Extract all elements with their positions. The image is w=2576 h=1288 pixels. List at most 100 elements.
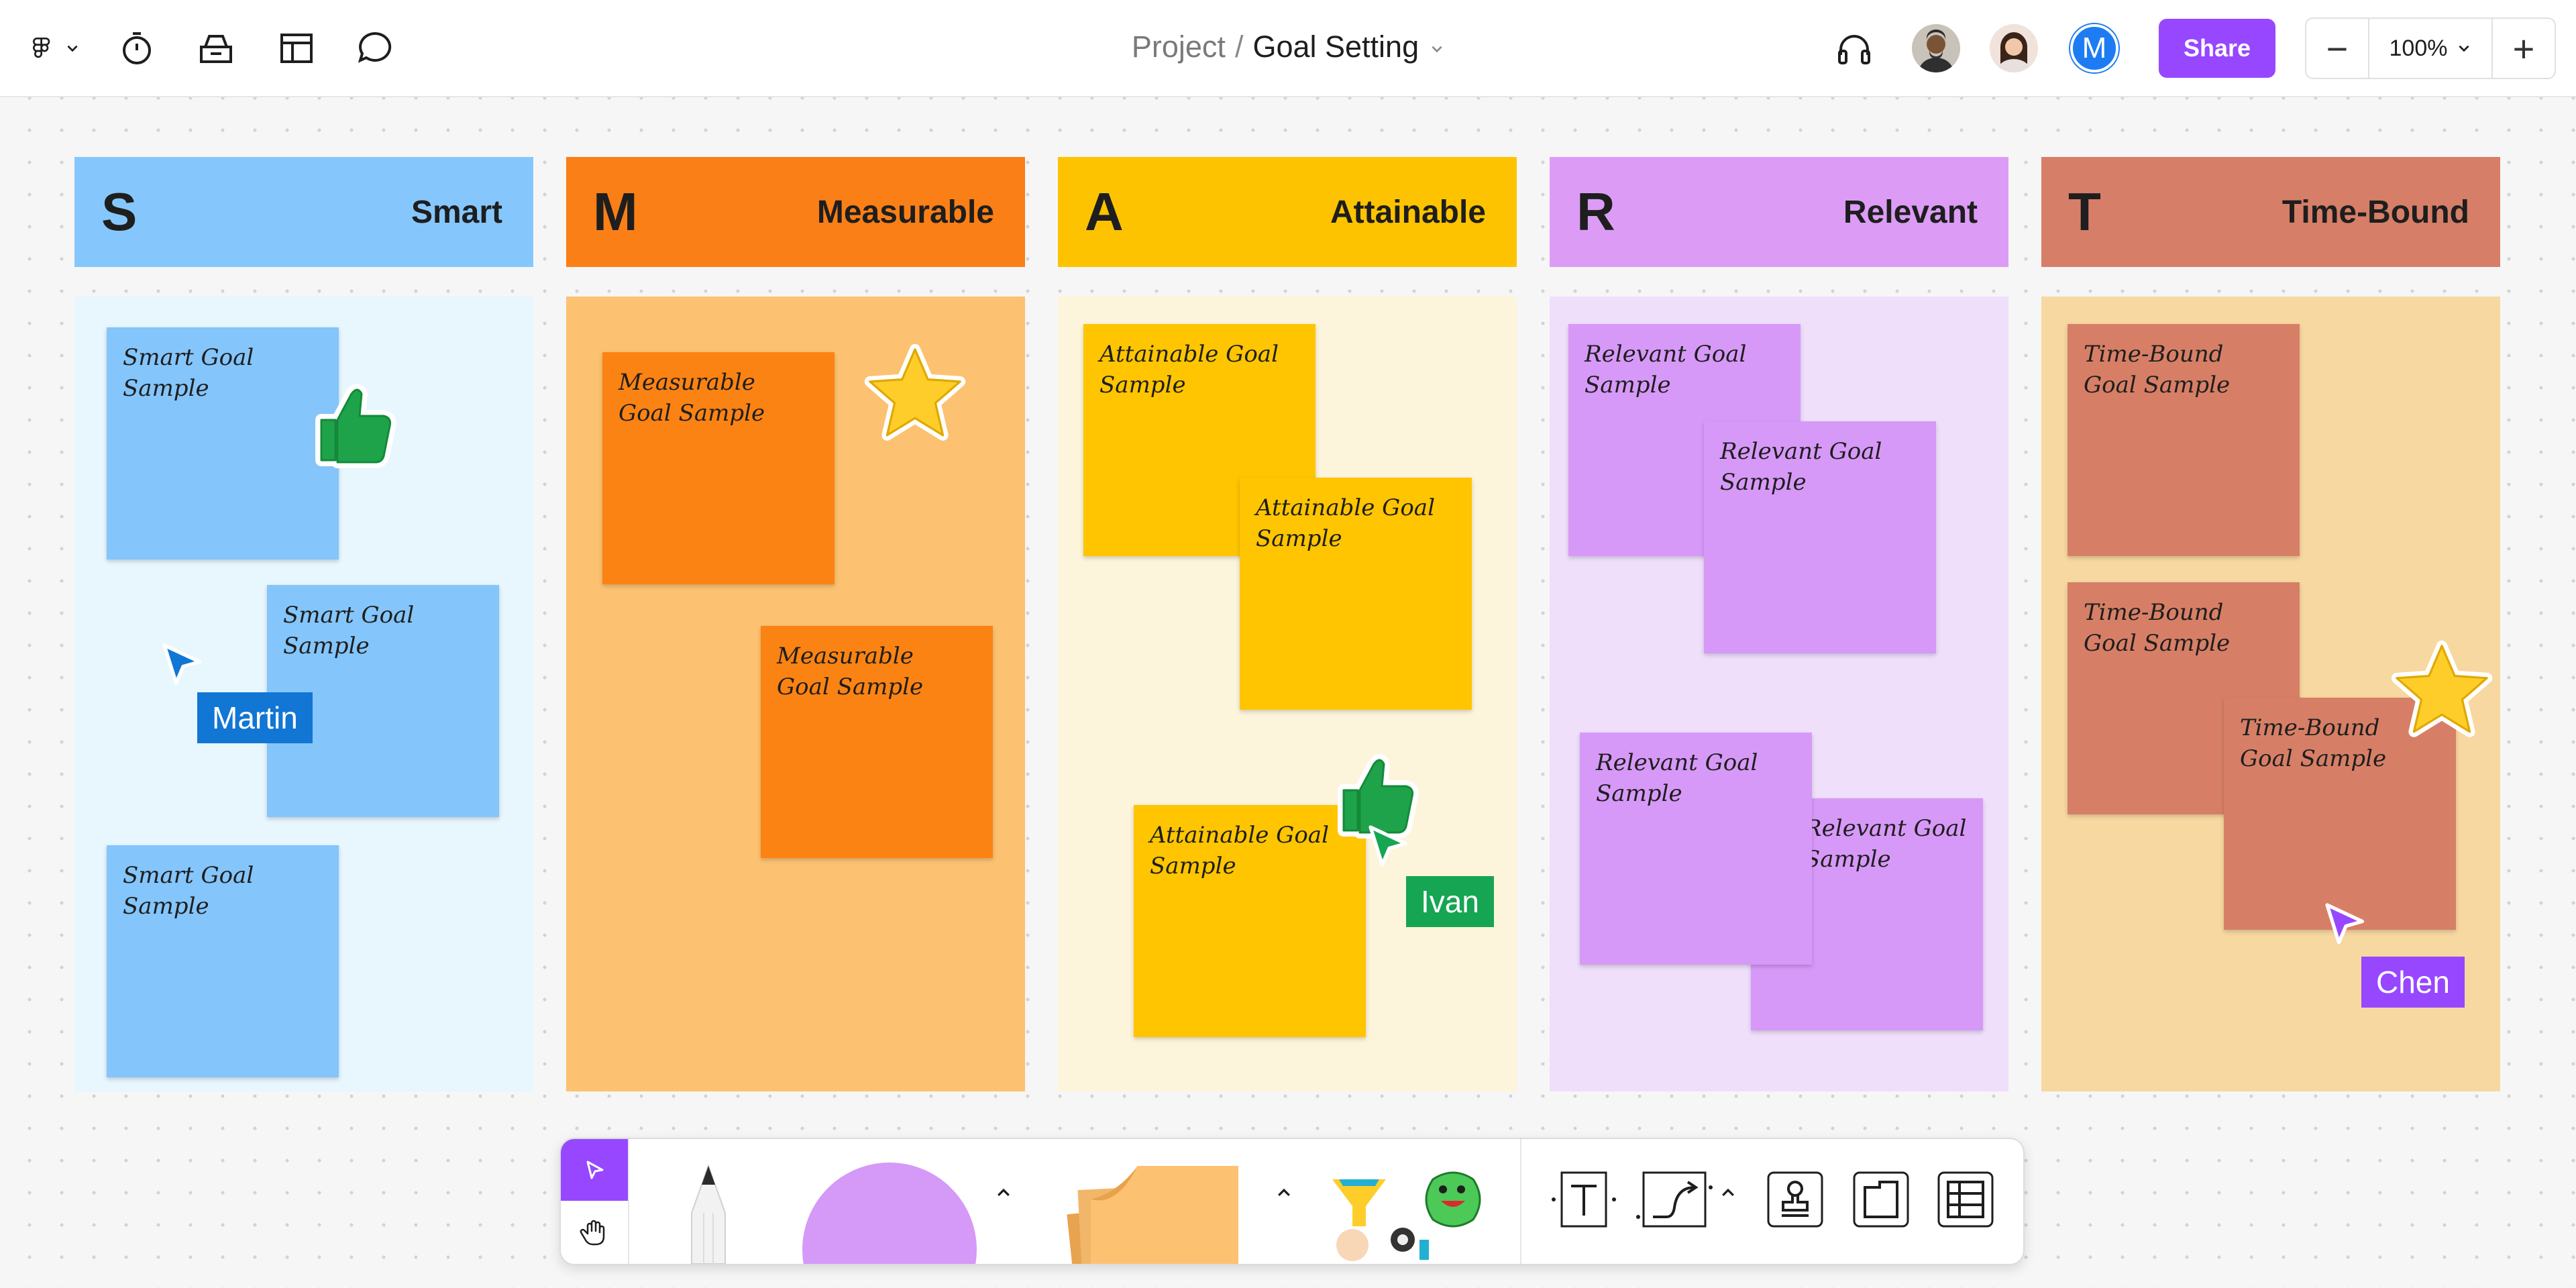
- cursor-pointer-icon: [1368, 825, 1408, 867]
- zoom-out-button[interactable]: −: [2326, 27, 2349, 70]
- sticky-note-text: Smart Goal Sample: [283, 602, 415, 659]
- sticky-note[interactable]: Time-Bound Goal Sample: [2224, 698, 2456, 930]
- move-pointer-icon: [586, 1161, 604, 1179]
- layout-icon: [280, 34, 313, 63]
- pencil-tool-button[interactable]: [668, 1152, 749, 1264]
- column-header-time-bound[interactable]: T Time-Bound: [2041, 157, 2500, 267]
- sticky-note-text: Time-Bound Goal Sample: [2084, 341, 2231, 398]
- sticky-note[interactable]: Relevant Goal Sample: [1704, 421, 1936, 653]
- figma-menu-icon: [33, 38, 50, 58]
- figma-menu-button[interactable]: [19, 24, 93, 72]
- library-icon: [200, 35, 232, 63]
- pencil-icon: [691, 1164, 726, 1264]
- column-letter: R: [1576, 182, 1615, 241]
- column-header-measurable[interactable]: M Measurable: [566, 157, 1025, 267]
- table-tool-button[interactable]: [1932, 1166, 1999, 1233]
- toolbar-divider: [628, 1139, 629, 1264]
- sticky-note[interactable]: Smart Goal Sample: [107, 327, 339, 559]
- sticky-note-text: Time-Bound Goal Sample: [2240, 714, 2387, 772]
- column-title: Smart: [411, 194, 502, 230]
- circle-shape-icon: [802, 1163, 977, 1264]
- timer-button[interactable]: [113, 24, 161, 72]
- library-button[interactable]: [192, 24, 240, 72]
- file-title[interactable]: Goal Setting: [1252, 30, 1419, 64]
- sticky-note-text: Attainable Goal Sample: [1150, 822, 1329, 879]
- thumbs-up-sticker[interactable]: [1326, 746, 1426, 847]
- sticky-note[interactable]: Attainable Goal Sample: [1134, 805, 1366, 1037]
- sticky-note-text: Measurable Goal Sample: [777, 643, 924, 700]
- column-letter: S: [101, 182, 138, 241]
- sticky-note[interactable]: Measurable Goal Sample: [761, 626, 993, 858]
- column-title: Relevant: [1843, 194, 1978, 230]
- layout-button[interactable]: [272, 24, 321, 72]
- sticky-note-text: Relevant Goal Sample: [1720, 438, 1882, 496]
- connector-icon: [1636, 1171, 1713, 1228]
- top-bar: Project/Goal Setting M Share − 100% +: [0, 0, 2576, 97]
- sticky-note-text: Relevant Goal Sample: [1596, 749, 1758, 807]
- table-icon: [1937, 1171, 1994, 1228]
- share-button[interactable]: Share: [2159, 19, 2275, 78]
- sticky-note-text: Attainable Goal Sample: [1099, 341, 1279, 398]
- breadcrumb-project[interactable]: Project: [1131, 30, 1226, 64]
- sticky-note[interactable]: Attainable Goal Sample: [1240, 478, 1472, 710]
- connector-tool-button[interactable]: [1634, 1166, 1715, 1233]
- sticky-options-button[interactable]: [1271, 1179, 1297, 1206]
- user-avatar-photo: [1990, 24, 2038, 72]
- stickers-widgets-icon: [1332, 1171, 1481, 1261]
- section-tool-button[interactable]: [1847, 1166, 1915, 1233]
- column-letter: T: [2068, 182, 2101, 241]
- column-title: Measurable: [816, 194, 994, 230]
- sticky-note[interactable]: Smart Goal Sample: [107, 845, 339, 1077]
- shape-options-button[interactable]: [990, 1179, 1017, 1206]
- avatar[interactable]: M: [2070, 24, 2118, 72]
- shape-tool-button[interactable]: [796, 1159, 983, 1264]
- cursor-pointer-icon: [162, 643, 202, 685]
- star-sticker[interactable]: [861, 341, 969, 448]
- toolbar-divider: [1520, 1139, 1521, 1264]
- connector-options-button[interactable]: [1715, 1179, 1741, 1206]
- stickers-tool-button[interactable]: [1319, 1159, 1487, 1264]
- zoom-control: − 100% +: [2305, 17, 2556, 79]
- cursor-pointer-icon: [2325, 903, 2365, 945]
- zoom-in-button[interactable]: +: [2512, 27, 2535, 70]
- chevron-up-icon: [998, 1188, 1010, 1197]
- comment-button[interactable]: [352, 24, 400, 72]
- column-letter: A: [1085, 182, 1124, 241]
- sticky-note-text: Relevant Goal Sample: [1585, 341, 1747, 398]
- sticky-note[interactable]: Relevant Goal Sample: [1580, 733, 1812, 965]
- hand-tool-button[interactable]: [561, 1201, 628, 1264]
- column-letter: M: [593, 182, 638, 241]
- sticky-note[interactable]: Measurable Goal Sample: [602, 352, 835, 584]
- sticky-note-text: Measurable Goal Sample: [619, 369, 765, 427]
- text-icon: [1552, 1171, 1616, 1228]
- column-header-relevant[interactable]: R Relevant: [1550, 157, 2008, 267]
- cursor-label-martin: Martin: [197, 692, 313, 743]
- user-avatar-photo: [1912, 24, 1960, 72]
- audio-button[interactable]: [1830, 24, 1878, 72]
- column-title: Attainable: [1330, 194, 1486, 230]
- star-sticker[interactable]: [2388, 637, 2496, 745]
- sticky-note-text: Time-Bound Goal Sample: [2084, 599, 2231, 657]
- sticky-note-stack-icon: [1067, 1166, 1238, 1264]
- stamp-tool-button[interactable]: [1762, 1166, 1829, 1233]
- avatar[interactable]: [1990, 24, 2038, 72]
- chevron-down-icon[interactable]: [1430, 42, 1444, 56]
- zoom-level-dropdown[interactable]: 100%: [2368, 19, 2493, 78]
- stamp-icon: [1767, 1171, 1823, 1228]
- timer-icon: [123, 32, 151, 64]
- sticky-note-text: Relevant Goal Sample: [1805, 815, 1967, 873]
- chevron-up-icon: [1722, 1188, 1734, 1197]
- zoom-level: 100%: [2389, 35, 2448, 61]
- move-tool-button[interactable]: [561, 1139, 628, 1201]
- text-tool-button[interactable]: [1547, 1166, 1621, 1233]
- column-header-smart[interactable]: S Smart: [74, 157, 533, 267]
- sticky-note-tool-button[interactable]: [1051, 1159, 1265, 1264]
- column-header-attainable[interactable]: A Attainable: [1058, 157, 1517, 267]
- sticky-note[interactable]: Time-Bound Goal Sample: [2068, 324, 2300, 556]
- thumbs-up-sticker[interactable]: [303, 376, 404, 476]
- avatar[interactable]: [1912, 24, 1960, 72]
- chevron-down-icon: [2459, 45, 2470, 52]
- sticky-note-text: Smart Goal Sample: [123, 862, 254, 920]
- avatar-initial: M: [2082, 32, 2107, 64]
- column-title: Time-Bound: [2282, 194, 2469, 230]
